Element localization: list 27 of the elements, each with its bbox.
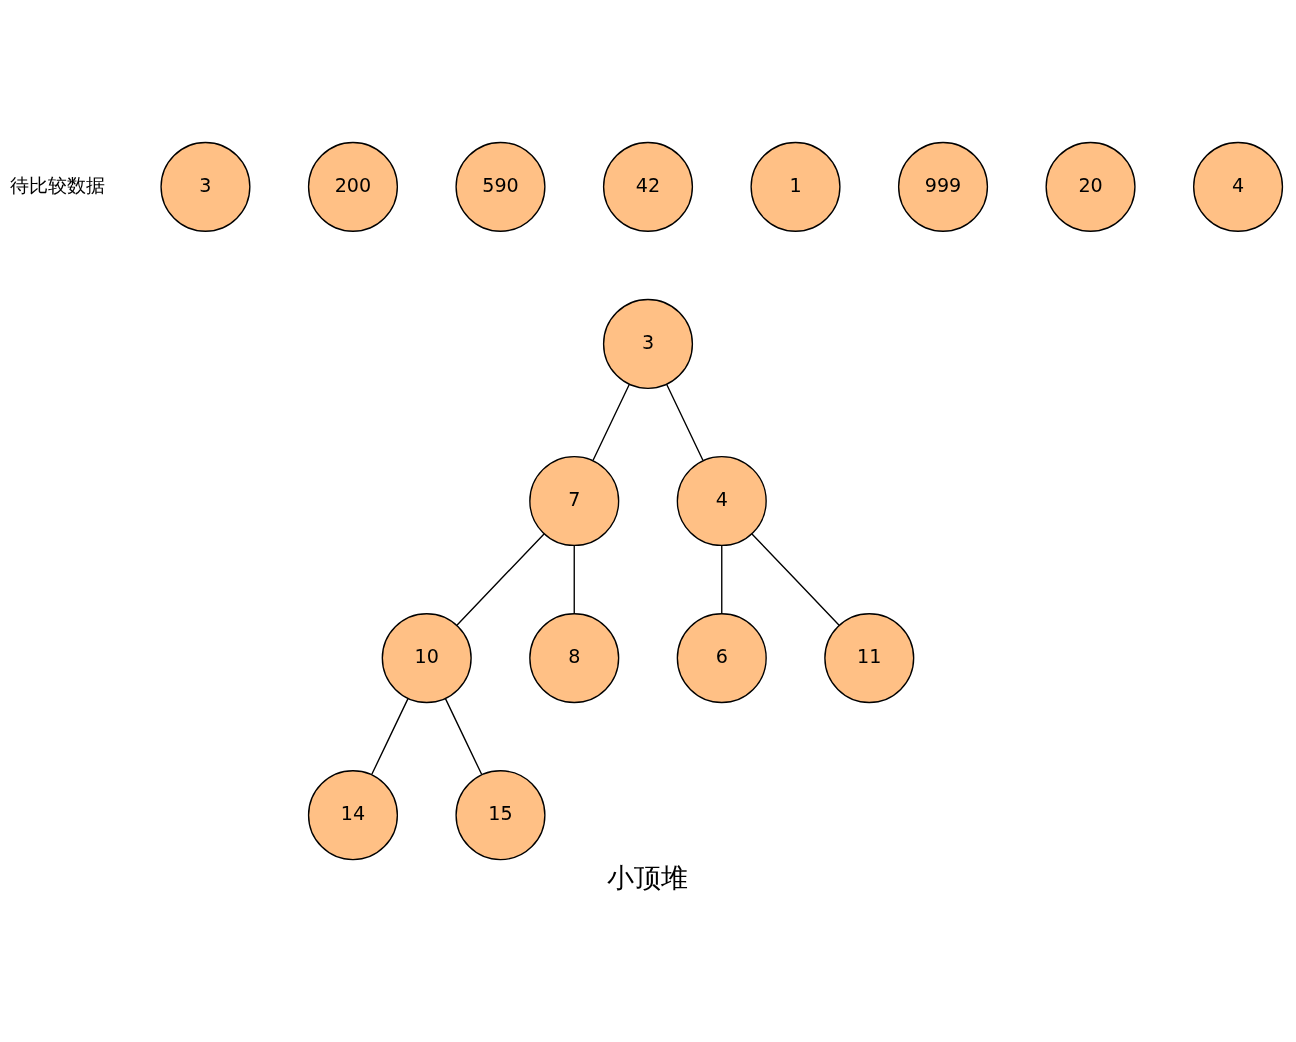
node-circle: 8 xyxy=(529,612,620,703)
node-circle: 1 xyxy=(750,141,841,232)
node-circle: 15 xyxy=(455,769,546,860)
connector xyxy=(444,697,483,775)
connector xyxy=(456,532,545,626)
node-circle: 6 xyxy=(676,612,767,703)
node-circle: 42 xyxy=(602,141,694,232)
connector xyxy=(371,697,409,775)
node-circle: 14 xyxy=(307,769,399,860)
caption: 小顶堆 xyxy=(607,861,689,893)
connector xyxy=(592,383,631,461)
node-circle: 10 xyxy=(381,612,472,703)
node-circle: 3 xyxy=(160,141,251,232)
node-circle: 11 xyxy=(824,612,915,703)
node-circle: 590 xyxy=(455,141,546,232)
node-circle: 4 xyxy=(676,455,767,546)
node-circle: 7 xyxy=(529,455,620,546)
connector xyxy=(573,544,575,614)
connector xyxy=(665,383,704,461)
node-circle: 4 xyxy=(1193,141,1284,232)
node-circle: 3 xyxy=(602,298,694,389)
label: 待比较数据 xyxy=(10,173,106,197)
node-circle: 200 xyxy=(307,141,399,232)
node-circle: 999 xyxy=(897,141,989,232)
connector xyxy=(751,532,840,626)
node-circle: 20 xyxy=(1045,141,1136,232)
connector xyxy=(721,544,723,614)
